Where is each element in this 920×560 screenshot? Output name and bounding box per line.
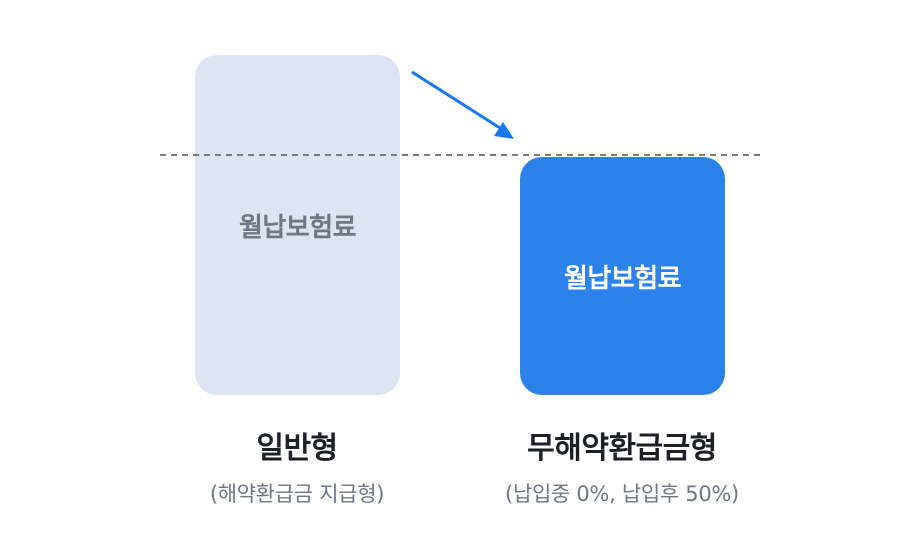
nonrefund-type-subtitle: (납입중 0%, 납입후 50%): [505, 482, 739, 506]
general-type-title: 일반형: [256, 431, 338, 466]
general-premium-box: 월납보험료: [195, 55, 400, 395]
general-premium-label: 월납보험료: [238, 212, 357, 243]
nonrefund-premium-box: 월납보험료: [520, 157, 725, 395]
general-type-subtitle: (해약환급금 지급형): [209, 482, 385, 506]
nonrefund-type-title: 무해약환급금형: [527, 431, 717, 466]
decrease-arrow-line: [411, 70, 501, 130]
decrease-arrow-head: [494, 122, 514, 139]
nonrefund-premium-label: 월납보험료: [563, 263, 682, 294]
